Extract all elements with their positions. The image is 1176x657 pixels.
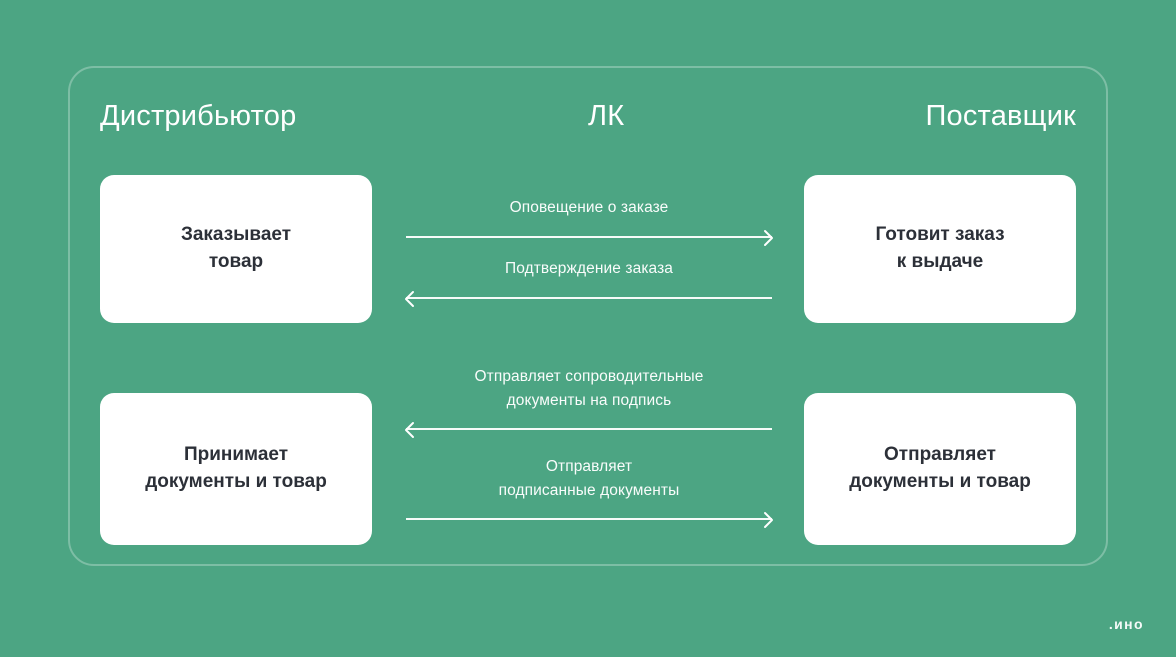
column-header-supplier: Поставщик <box>925 100 1076 132</box>
flow-arrow-label-order-notification: Оповещение о заказе <box>509 199 669 216</box>
flow-arrow-order-notification: Оповещение о заказе <box>406 196 774 247</box>
process-box-distributor-receives: Принимает документы и товар <box>100 393 372 545</box>
watermark-logo: .ино <box>1108 616 1144 632</box>
arrow-line-right <box>406 509 774 529</box>
flow-arrow-accompanying-documents: Отправляет сопроводительные документы на… <box>404 365 772 439</box>
column-header-lk: ЛК <box>588 100 625 132</box>
flow-arrow-label-accompanying-documents: Отправляет сопроводительные документы на… <box>474 368 704 409</box>
process-box-distributor-orders: Заказывает товар <box>100 175 372 323</box>
flow-arrow-label-signed-documents: Отправляет подписанные документы <box>498 458 680 499</box>
arrow-line-left <box>404 419 772 439</box>
flow-arrow-label-order-confirmation: Подтверждение заказа <box>504 260 674 277</box>
arrow-line-right <box>406 227 774 247</box>
flow-arrow-signed-documents: Отправляет подписанные документы <box>406 455 774 529</box>
diagram-panel <box>68 66 1108 566</box>
flow-arrow-order-confirmation: Подтверждение заказа <box>404 257 772 308</box>
arrow-head-left-icon <box>404 421 420 439</box>
process-box-supplier-prepares: Готовит заказ к выдаче <box>804 175 1076 323</box>
arrow-head-left-icon <box>404 290 420 307</box>
column-header-distributor: Дистрибьютор <box>100 100 297 132</box>
process-box-supplier-sends: Отправляет документы и товар <box>804 393 1076 545</box>
arrow-head-right-icon <box>758 511 774 529</box>
arrow-head-right-icon <box>758 229 774 246</box>
arrow-line-left <box>404 288 772 308</box>
